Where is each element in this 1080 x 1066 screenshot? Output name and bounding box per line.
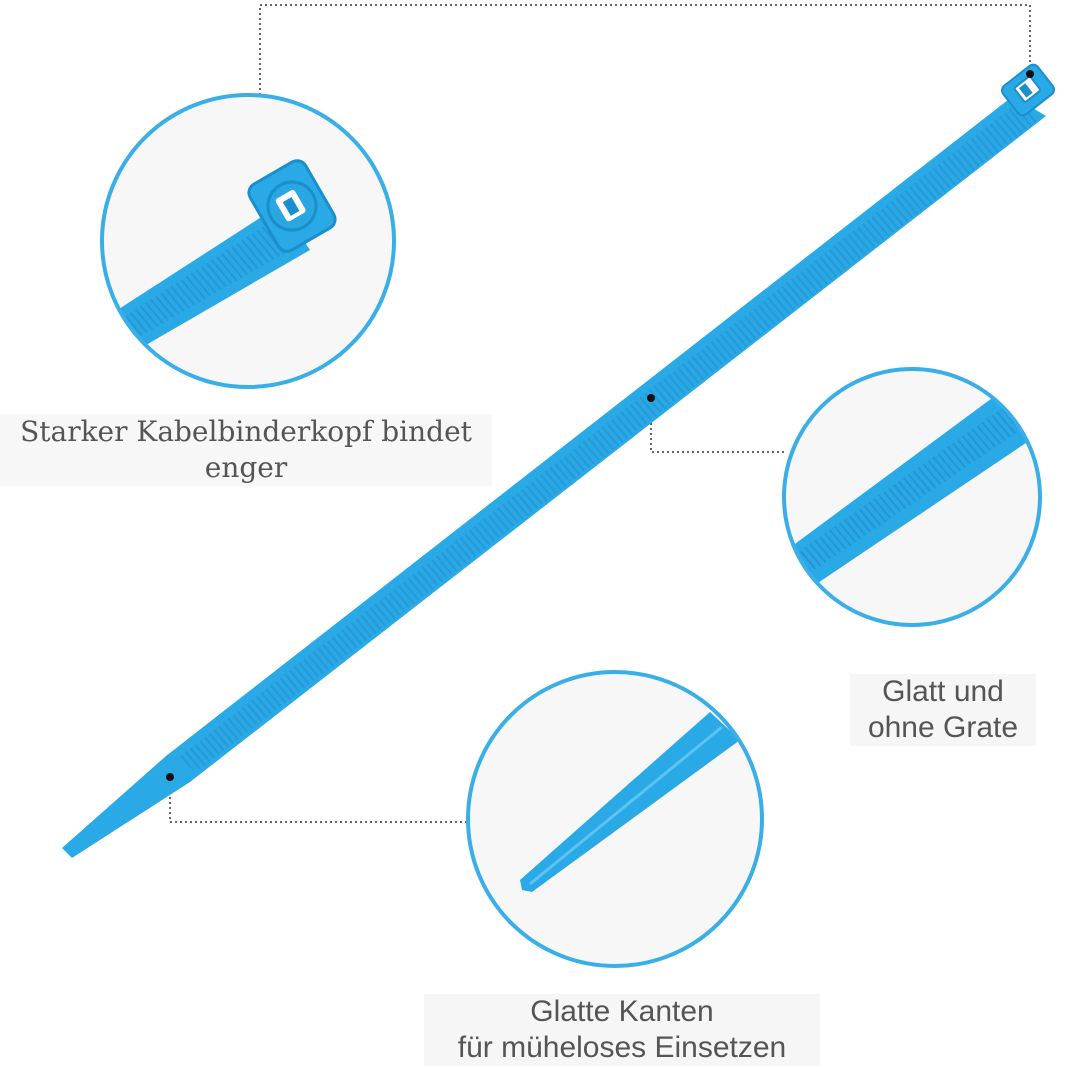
zoom-circle-head: [100, 93, 396, 389]
caption-head: Starker Kabelbinderkopf bindet enger: [0, 414, 492, 486]
marker-dot-middle: [647, 394, 655, 402]
cable-tie-ridges: [178, 104, 1040, 772]
marker-dot-tip: [166, 773, 174, 781]
caption-smooth-line2: ohne Grate: [867, 711, 1019, 744]
zoom-circle-tip: [466, 670, 764, 968]
marker-dot-head: [1026, 70, 1034, 78]
leader-line-head: [259, 4, 1031, 95]
zoom-circle-strap: [782, 367, 1042, 627]
caption-head-line2: enger: [204, 451, 288, 484]
caption-edges: Glatte Kanten für müheloses Einsetzen: [424, 994, 820, 1066]
cable-tie: [62, 63, 1055, 858]
caption-smooth: Glatt und ohne Grate: [850, 674, 1036, 746]
caption-edges-line1: Glatte Kanten: [530, 995, 714, 1028]
caption-edges-line2: für müheloses Einsetzen: [457, 1031, 787, 1064]
leader-line-tip: [169, 777, 468, 823]
caption-head-line1: Starker Kabelbinderkopf bindet: [20, 415, 472, 448]
cable-tie-head: [1001, 63, 1055, 117]
caption-smooth-line1: Glatt und: [882, 675, 1004, 708]
